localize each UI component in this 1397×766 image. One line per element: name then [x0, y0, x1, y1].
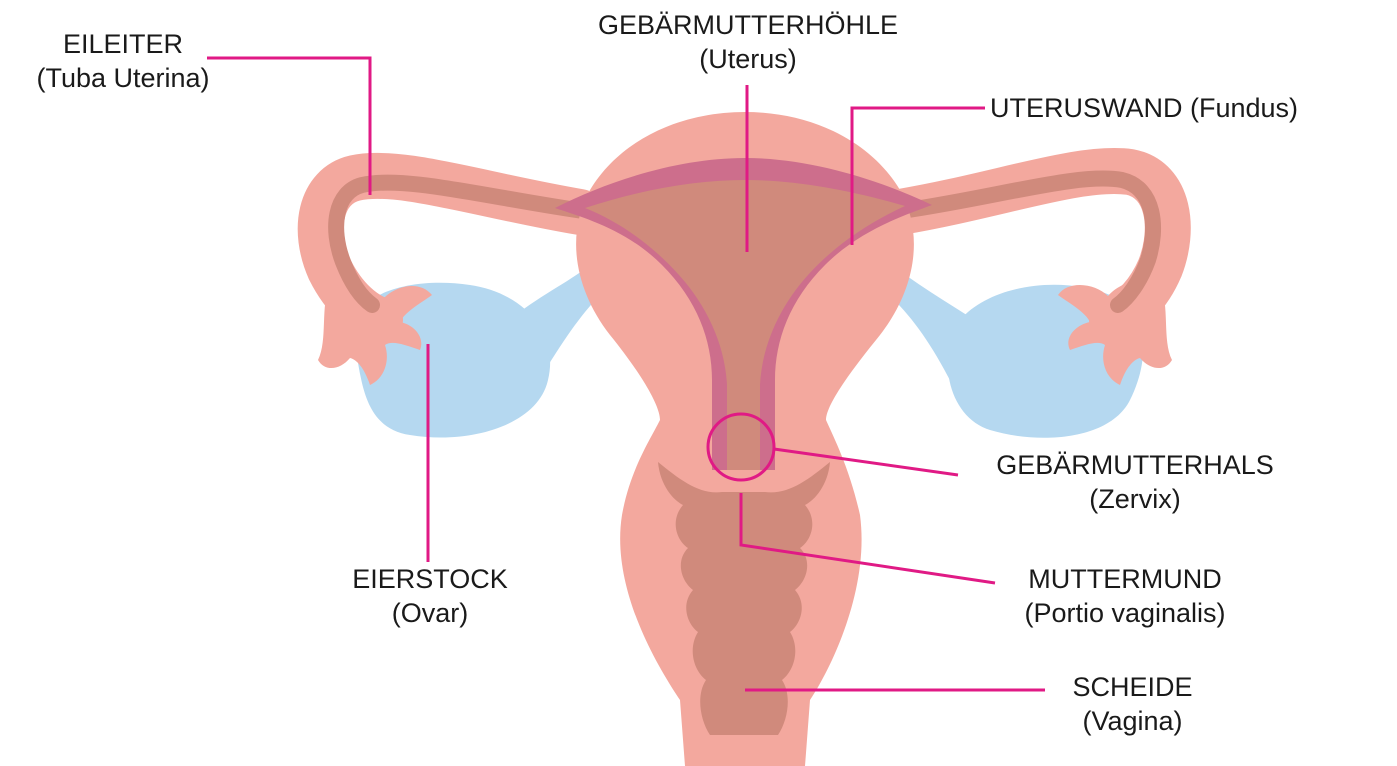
label-uteruswand: UTERUSWAND (Fundus) [990, 91, 1298, 125]
label-eileiter-title: EILEITER [8, 27, 238, 61]
label-scheide: SCHEIDE (Vagina) [1040, 670, 1225, 738]
label-wand-title: UTERUSWAND (Fundus) [990, 91, 1298, 125]
label-eierstock-sub: (Ovar) [330, 596, 530, 630]
label-eierstock-title: EIERSTOCK [330, 562, 530, 596]
label-scheide-title: SCHEIDE [1040, 670, 1225, 704]
label-hoehle-sub: (Uterus) [548, 42, 948, 76]
label-muttermund-sub: (Portio vaginalis) [985, 596, 1265, 630]
label-muttermund-title: MUTTERMUND [985, 562, 1265, 596]
label-eileiter-sub: (Tuba Uterina) [8, 61, 238, 95]
label-gebaermutterhoehle: GEBÄRMUTTERHÖHLE (Uterus) [548, 8, 948, 76]
label-gebaermutterhals: GEBÄRMUTTERHALS (Zervix) [955, 448, 1315, 516]
label-muttermund: MUTTERMUND (Portio vaginalis) [985, 562, 1265, 630]
label-eierstock: EIERSTOCK (Ovar) [330, 562, 530, 630]
label-hals-title: GEBÄRMUTTERHALS [955, 448, 1315, 482]
label-scheide-sub: (Vagina) [1040, 704, 1225, 738]
label-hals-sub: (Zervix) [955, 482, 1315, 516]
label-hoehle-title: GEBÄRMUTTERHÖHLE [548, 8, 948, 42]
label-eileiter: EILEITER (Tuba Uterina) [8, 27, 238, 95]
